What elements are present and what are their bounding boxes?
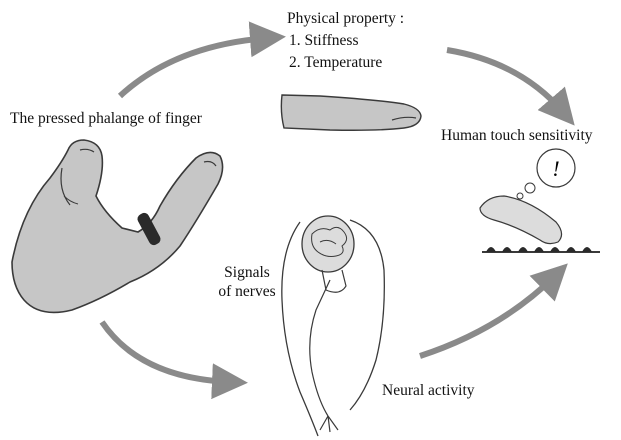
touch-sensitivity-label: Human touch sensitivity [441, 127, 593, 145]
human-figure-icon [282, 216, 385, 436]
arrow-human-to-touch [420, 276, 555, 356]
arrow-hand-to-human [102, 322, 230, 382]
arrow-property-to-touch [447, 50, 563, 112]
hand-with-ring-icon [12, 140, 223, 312]
arrow-hand-to-property [120, 38, 268, 96]
property-title: Physical property : [287, 10, 404, 28]
finger-icon [281, 95, 421, 130]
finger-touching-surface-icon [480, 196, 600, 252]
property-item-temperature: 2. Temperature [289, 54, 382, 72]
neural-activity-label: Neural activity [382, 382, 475, 400]
pressed-phalange-label: The pressed phalange of finger [10, 110, 202, 128]
thought-bubble-icon: ! [517, 149, 575, 199]
property-item-stiffness: 1. Stiffness [289, 32, 358, 50]
signals-of-nerves-label: Signals of nerves [216, 263, 278, 301]
exclamation-mark: ! [552, 156, 559, 181]
